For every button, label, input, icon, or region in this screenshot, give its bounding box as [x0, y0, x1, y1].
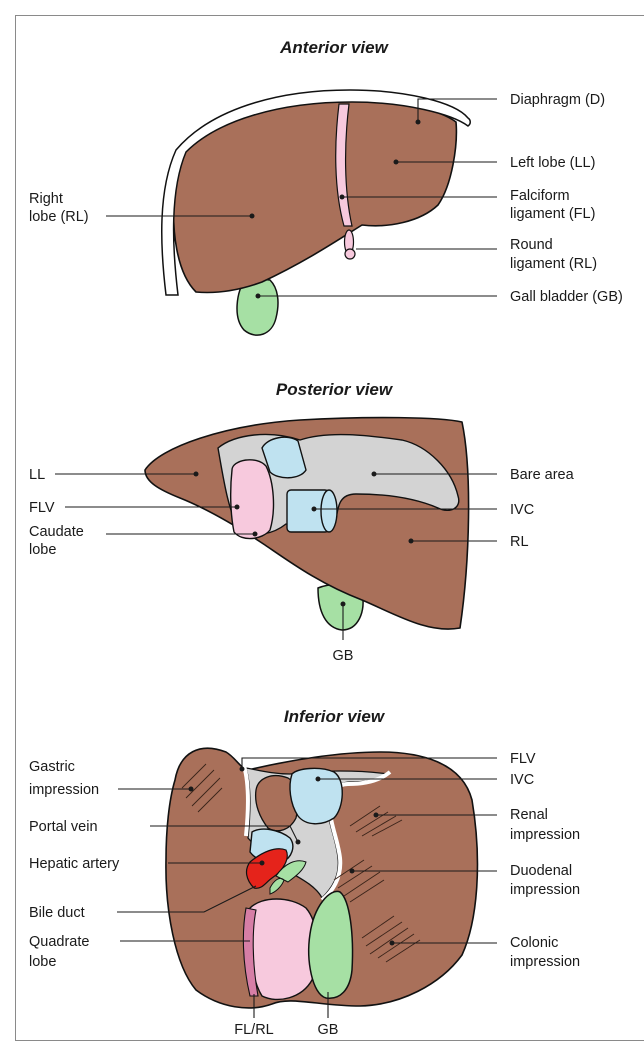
label-gb: GB	[333, 648, 354, 664]
posterior-view: Posterior view LL FLV Caudate l	[29, 380, 575, 664]
label-gastric-1: Gastric	[29, 759, 75, 775]
label-colonic-2: impression	[510, 954, 580, 970]
label-gastric-2: impression	[29, 782, 99, 798]
posterior-caudate-lobe	[231, 460, 274, 539]
label-quadrate-2: lobe	[29, 954, 56, 970]
label-caudate-1: Caudate	[29, 524, 84, 540]
inferior-title: Inferior view	[284, 707, 386, 726]
label-duodenal-1: Duodenal	[510, 863, 572, 879]
round-ligament-end	[345, 249, 355, 259]
label-caudate-2: lobe	[29, 542, 56, 558]
label-bare-area: Bare area	[510, 467, 575, 483]
label-left-lobe: Left lobe (LL)	[510, 155, 595, 171]
label-renal-2: impression	[510, 827, 580, 843]
label-diaphragm: Diaphragm (D)	[510, 92, 605, 108]
label-duodenal-2: impression	[510, 882, 580, 898]
label-rl: RL	[510, 534, 529, 550]
inferior-quadrate-lobe	[250, 899, 318, 999]
posterior-title: Posterior view	[276, 380, 394, 399]
label-inferior-flv: FLV	[510, 751, 536, 767]
label-bile-duct: Bile duct	[29, 905, 85, 921]
label-gall-bladder: Gall bladder (GB)	[510, 289, 623, 305]
label-quadrate-1: Quadrate	[29, 934, 89, 950]
anterior-title: Anterior view	[279, 38, 389, 57]
label-fl-rl: FL/RL	[234, 1022, 274, 1038]
label-ll: LL	[29, 467, 45, 483]
label-inferior-gb: GB	[318, 1022, 339, 1038]
label-right-lobe-1: Right	[29, 191, 63, 207]
inferior-ivc	[290, 768, 342, 823]
inferior-view: Inferior view	[29, 707, 580, 1038]
label-renal-1: Renal	[510, 807, 548, 823]
posterior-ivc-cylinder-end	[321, 490, 337, 532]
label-portal-vein: Portal vein	[29, 819, 98, 835]
label-falciform-2: ligament (FL)	[510, 206, 595, 222]
label-round-1: Round	[510, 237, 553, 253]
label-right-lobe-2: lobe (RL)	[29, 209, 89, 225]
label-flv: FLV	[29, 500, 55, 516]
anterior-view: Anterior view Diaphragm (D) Left lobe (L…	[29, 38, 623, 335]
label-colonic-1: Colonic	[510, 935, 558, 951]
label-falciform-1: Falciform	[510, 188, 570, 204]
label-round-2: ligament (RL)	[510, 256, 597, 272]
label-ivc: IVC	[510, 502, 534, 518]
label-hepatic-artery: Hepatic artery	[29, 856, 120, 872]
label-inferior-ivc: IVC	[510, 772, 534, 788]
